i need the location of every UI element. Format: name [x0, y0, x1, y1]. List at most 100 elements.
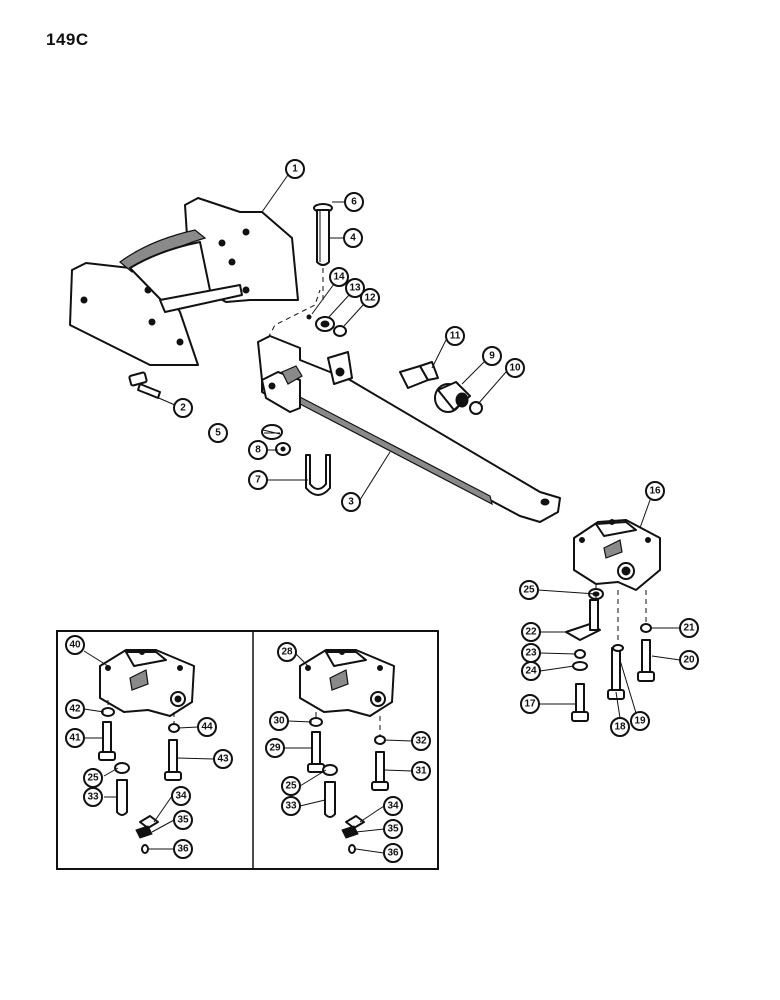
clip-35-left	[135, 825, 153, 839]
callout-8: 8	[248, 440, 268, 460]
inset-box	[56, 630, 439, 870]
bolt-17	[571, 683, 589, 722]
callout-44: 44	[197, 717, 217, 737]
callout-13: 13	[345, 278, 365, 298]
callout-number: 19	[634, 716, 646, 727]
callout-number: 8	[255, 445, 261, 456]
callout-16: 16	[645, 481, 665, 501]
plate-34-right	[345, 815, 365, 829]
callout-31: 31	[411, 761, 431, 781]
callout-number: 41	[69, 733, 81, 744]
callout-number: 22	[525, 627, 537, 638]
washer-24	[572, 661, 588, 671]
callout-number: 33	[87, 792, 99, 803]
bolt-41	[98, 721, 116, 761]
spindle-11	[399, 361, 439, 389]
callout-22: 22	[521, 622, 541, 642]
callout-number: 35	[177, 815, 189, 826]
washer-21	[640, 623, 652, 633]
bushing-25-inset-right	[322, 764, 338, 776]
bolt-20	[637, 639, 655, 682]
callout-41: 41	[65, 728, 85, 748]
bolt-18	[607, 647, 625, 700]
callout-30: 30	[269, 711, 289, 731]
callout-35-right: 35	[383, 819, 403, 839]
pin-33-left	[116, 779, 128, 816]
bushing-25-inset-left	[114, 762, 130, 774]
callout-number: 24	[525, 666, 537, 677]
nut-8	[275, 442, 291, 456]
callout-3: 3	[341, 492, 361, 512]
callout-number: 30	[273, 716, 285, 727]
callout-group: 1 2 3 4 5 6 7 8 9 10 11 12 13 14 16 17 1…	[65, 159, 699, 863]
pin-33-right	[324, 781, 336, 818]
callout-42: 42	[65, 699, 85, 719]
callout-1: 1	[285, 159, 305, 179]
callout-number: 4	[350, 233, 356, 244]
callout-number: 6	[351, 197, 357, 208]
leader-lines	[146, 171, 681, 719]
callout-number: 31	[415, 766, 427, 777]
front-support-bracket	[69, 197, 299, 366]
pin-plate-22	[565, 599, 601, 641]
bolt-31	[371, 751, 389, 791]
callout-12: 12	[360, 288, 380, 308]
callout-28: 28	[277, 642, 297, 662]
bolt-19	[612, 644, 624, 652]
callout-number: 2	[180, 403, 186, 414]
callout-40: 40	[65, 635, 85, 655]
callout-25-inset-right: 25	[281, 776, 301, 796]
callout-9: 9	[482, 346, 502, 366]
callout-number: 43	[217, 754, 229, 765]
callout-43: 43	[213, 749, 233, 769]
screw-36-left	[141, 844, 149, 854]
callout-number: 23	[525, 648, 537, 659]
callout-number: 17	[524, 699, 536, 710]
callout-19: 19	[630, 711, 650, 731]
washer-23	[574, 649, 586, 659]
callout-number: 13	[349, 283, 361, 294]
u-bolt-7	[305, 454, 331, 496]
callout-33-left: 33	[83, 787, 103, 807]
callout-number: 36	[387, 848, 399, 859]
bolt-2	[128, 371, 161, 399]
callout-14: 14	[329, 267, 349, 287]
callout-34-left: 34	[171, 786, 191, 806]
callout-number: 5	[215, 428, 221, 439]
callout-23: 23	[521, 643, 541, 663]
callout-number: 11	[450, 331, 461, 342]
callout-number: 14	[333, 272, 345, 283]
callout-number: 44	[201, 722, 213, 733]
callout-number: 25	[523, 585, 535, 596]
callout-10: 10	[505, 358, 525, 378]
callout-number: 12	[364, 293, 376, 304]
clip-35-right	[341, 825, 359, 839]
front-axle	[257, 335, 561, 523]
inset-leader-lines	[83, 650, 413, 854]
pin-4	[313, 203, 333, 266]
callout-number: 33	[285, 801, 297, 812]
bracket-28	[299, 649, 395, 717]
nut-10	[469, 401, 483, 415]
callout-24: 24	[521, 661, 541, 681]
callout-36-right: 36	[383, 843, 403, 863]
callout-11: 11	[445, 326, 465, 346]
callout-number: 20	[683, 655, 695, 666]
callout-number: 36	[177, 844, 189, 855]
bracket-40	[99, 649, 195, 717]
callout-36-left: 36	[173, 839, 193, 859]
wedge-5	[261, 424, 283, 440]
callout-number: 25	[87, 773, 99, 784]
bolt-29	[307, 731, 325, 773]
callout-18: 18	[610, 717, 630, 737]
callout-25-main: 25	[519, 580, 539, 600]
callout-number: 9	[489, 351, 495, 362]
callout-21: 21	[679, 618, 699, 638]
callout-4: 4	[343, 228, 363, 248]
callout-number: 29	[269, 743, 281, 754]
callout-number: 40	[69, 640, 81, 651]
callout-34-right: 34	[383, 796, 403, 816]
callout-35-left: 35	[173, 810, 193, 830]
callout-number: 18	[614, 722, 626, 733]
